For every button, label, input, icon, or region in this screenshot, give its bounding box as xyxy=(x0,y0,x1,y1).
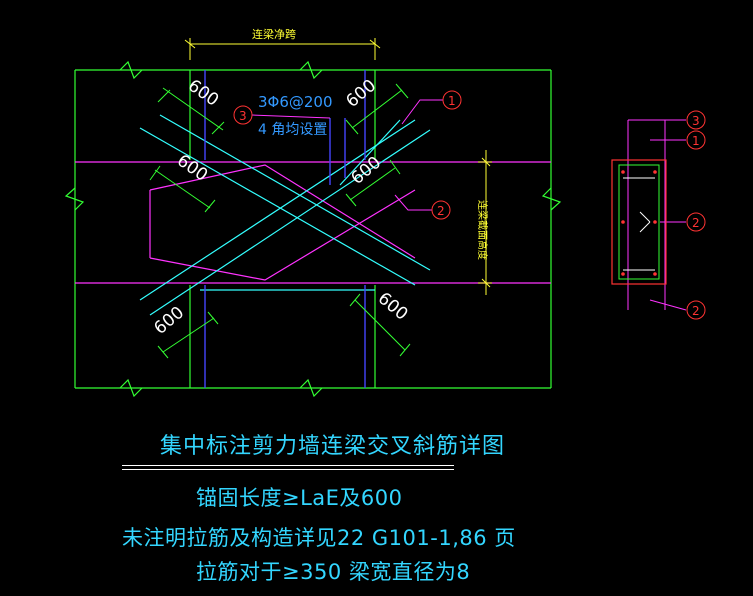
section-callout-2b: 2 xyxy=(692,304,700,318)
clear-span-label: 连梁净跨 xyxy=(252,27,296,41)
blue-stirrup-lines xyxy=(204,70,366,388)
anchor-length-mid-right: 600 xyxy=(347,153,385,189)
tie-note-label: 4 角均设置 xyxy=(258,122,327,138)
anchor-length-bottom-left: 600 xyxy=(150,303,188,339)
callout-number-2: 2 xyxy=(437,204,445,218)
beam-height-label: 连梁截面高度 xyxy=(476,200,489,260)
magenta-diamond-rebar xyxy=(149,164,416,281)
beam-section xyxy=(611,119,687,311)
callout-number-3: 3 xyxy=(239,109,247,123)
tie-spec-label: 3Φ6@200 xyxy=(258,93,333,111)
coupling-beam-outline xyxy=(75,161,551,284)
section-callout-1: 1 xyxy=(692,134,700,148)
section-callout-2a: 2 xyxy=(692,216,700,230)
yellow-dimension-lines xyxy=(184,38,492,295)
callout-leaders xyxy=(251,99,443,211)
callout-number-1: 1 xyxy=(448,94,456,108)
section-callout-3: 3 xyxy=(692,114,700,128)
cyan-diagonal-rebar xyxy=(139,114,431,316)
anchor-length-bottom-right: 600 xyxy=(374,289,412,325)
anchor-dimension-ticks xyxy=(149,83,411,359)
callout-circles xyxy=(233,90,706,320)
wall-outline xyxy=(64,60,562,398)
